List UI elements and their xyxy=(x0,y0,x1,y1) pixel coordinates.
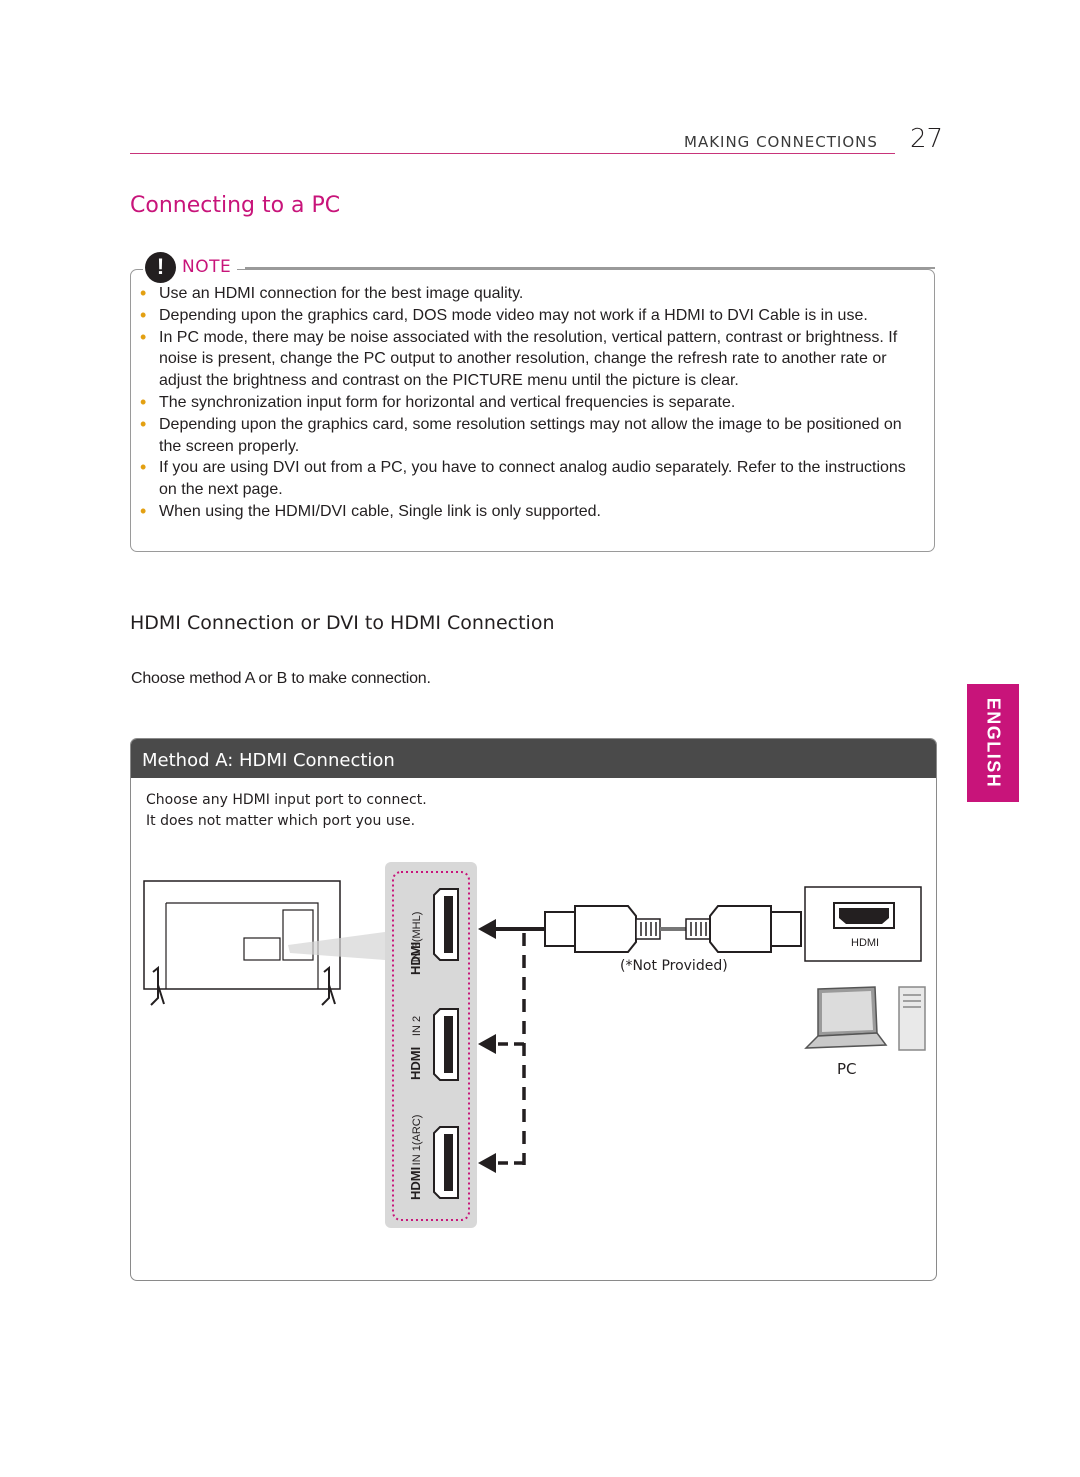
method-a-description-line1: Choose any HDMI input port to connect. xyxy=(146,792,427,808)
pc-hdmi-port-label: HDMI xyxy=(851,937,880,949)
method-a-description: Choose any HDMI input port to connect. I… xyxy=(146,790,427,832)
pc-label: PC xyxy=(837,1060,857,1078)
note-item: When using the HDMI/DVI cable, Single li… xyxy=(134,501,924,523)
port-3-hdmi-logo: HDMI xyxy=(408,942,423,975)
laptop-icon xyxy=(804,986,888,1049)
arrow-head-icon xyxy=(478,1034,496,1054)
method-a-box: Method A: HDMI Connection xyxy=(130,738,937,1281)
page-number: 27 xyxy=(910,124,944,154)
port-2-label: IN 2 xyxy=(411,1016,423,1036)
note-rule xyxy=(245,267,935,269)
hdmi-cable-illustration xyxy=(544,905,802,953)
subsection-heading: HDMI Connection or DVI to HDMI Connectio… xyxy=(130,612,555,634)
tv-back-illustration xyxy=(143,880,385,1006)
port-3-label: IN 3(MHL) xyxy=(411,912,423,963)
hdmi-port-icon xyxy=(839,908,889,924)
hdmi-port-panel: HDMI IN 3(MHL) HDMI IN 2 HDMI IN 1(ARC) xyxy=(385,862,477,1228)
note-list: Use an HDMI connection for the best imag… xyxy=(134,283,924,523)
note-item: Depending upon the graphics card, DOS mo… xyxy=(134,305,924,327)
port-1-label: IN 1(ARC) xyxy=(411,1115,423,1166)
arrow-head-icon xyxy=(478,919,496,939)
note-item: In PC mode, there may be noise associate… xyxy=(134,327,924,392)
pc-hdmi-port-box xyxy=(804,886,922,962)
header-section-title: MAKING CONNECTIONS xyxy=(684,133,878,151)
method-a-heading: Method A: HDMI Connection xyxy=(131,739,936,778)
page-title: Connecting to a PC xyxy=(130,193,341,218)
method-a-description-line2: It does not matter which port you use. xyxy=(146,813,416,829)
desktop-tower-icon xyxy=(898,986,926,1051)
instruction-text: Choose method A or B to make connection. xyxy=(131,670,431,687)
port-1-hdmi-logo: HDMI xyxy=(408,1167,423,1200)
language-tab: ENGLISH xyxy=(967,684,1019,802)
connection-arrows xyxy=(478,919,545,1173)
note-item: If you are using DVI out from a PC, you … xyxy=(134,457,924,501)
cable-not-provided-note: (*Not Provided) xyxy=(620,958,728,974)
note-item: Use an HDMI connection for the best imag… xyxy=(134,283,924,305)
note-box: ! NOTE xyxy=(130,250,935,552)
header-rule xyxy=(130,153,895,154)
note-header: ! NOTE xyxy=(143,250,238,284)
exclamation-icon: ! xyxy=(145,251,176,283)
port-2-hdmi-logo: HDMI xyxy=(408,1047,423,1080)
note-item: Depending upon the graphics card, some r… xyxy=(134,414,924,458)
note-item: The synchronization input form for horiz… xyxy=(134,392,924,414)
note-label: NOTE xyxy=(182,257,232,277)
arrow-head-icon xyxy=(478,1153,496,1173)
